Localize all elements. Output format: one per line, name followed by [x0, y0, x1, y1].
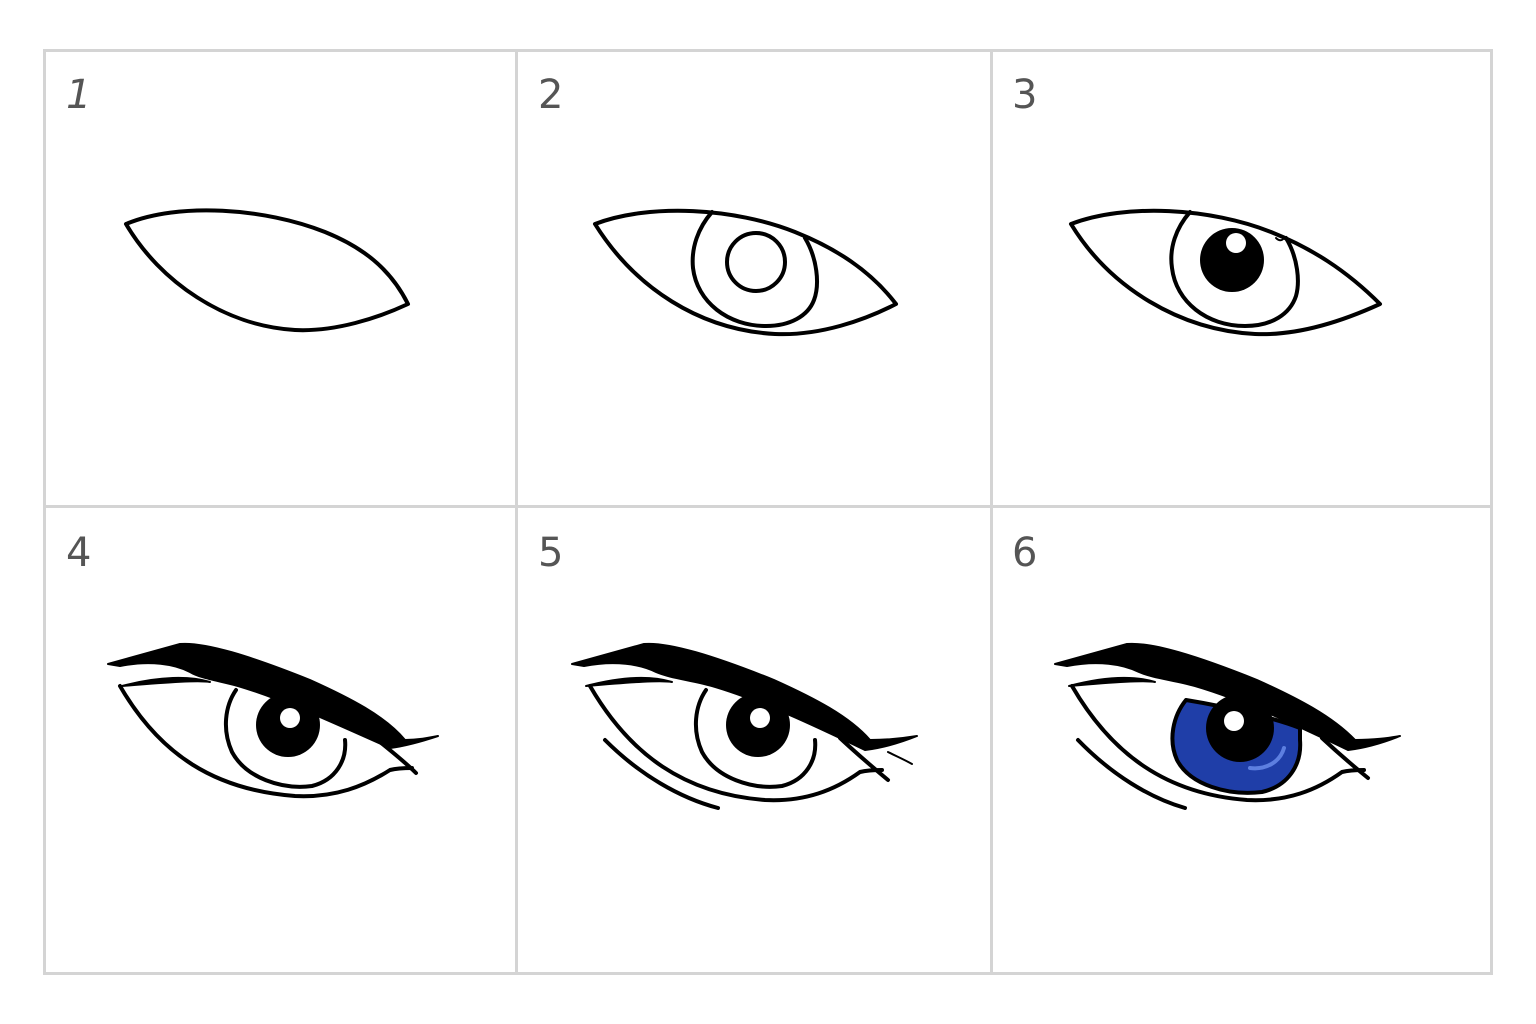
grid-divider-horizontal [46, 505, 1490, 508]
step-6-eye-colored [1054, 642, 1401, 810]
step-2-pupil-circle [725, 231, 787, 293]
step-4-eye-with-lid [107, 642, 439, 799]
step-3-eye-with-pupil [1069, 208, 1382, 337]
step-number-6: 6 [1012, 530, 1038, 576]
step-5-eye-with-creases [571, 642, 918, 810]
step-number-2: 2 [538, 72, 564, 118]
step-4-pupil [256, 693, 320, 757]
step-number-1: 1 [66, 72, 92, 118]
step-6-iris [1170, 694, 1303, 795]
step-number-3: 3 [1012, 72, 1038, 118]
grid-divider-vertical-1 [515, 52, 518, 972]
step-5-pupil [726, 693, 790, 757]
step-2-eye-with-iris [593, 208, 898, 337]
step-number-4: 4 [66, 530, 92, 576]
step-grid [43, 49, 1493, 975]
step-number-5: 5 [538, 530, 564, 576]
step-3-pupil [1200, 228, 1264, 292]
grid-divider-vertical-2 [990, 52, 993, 972]
step-1-eye-outline [124, 208, 410, 333]
